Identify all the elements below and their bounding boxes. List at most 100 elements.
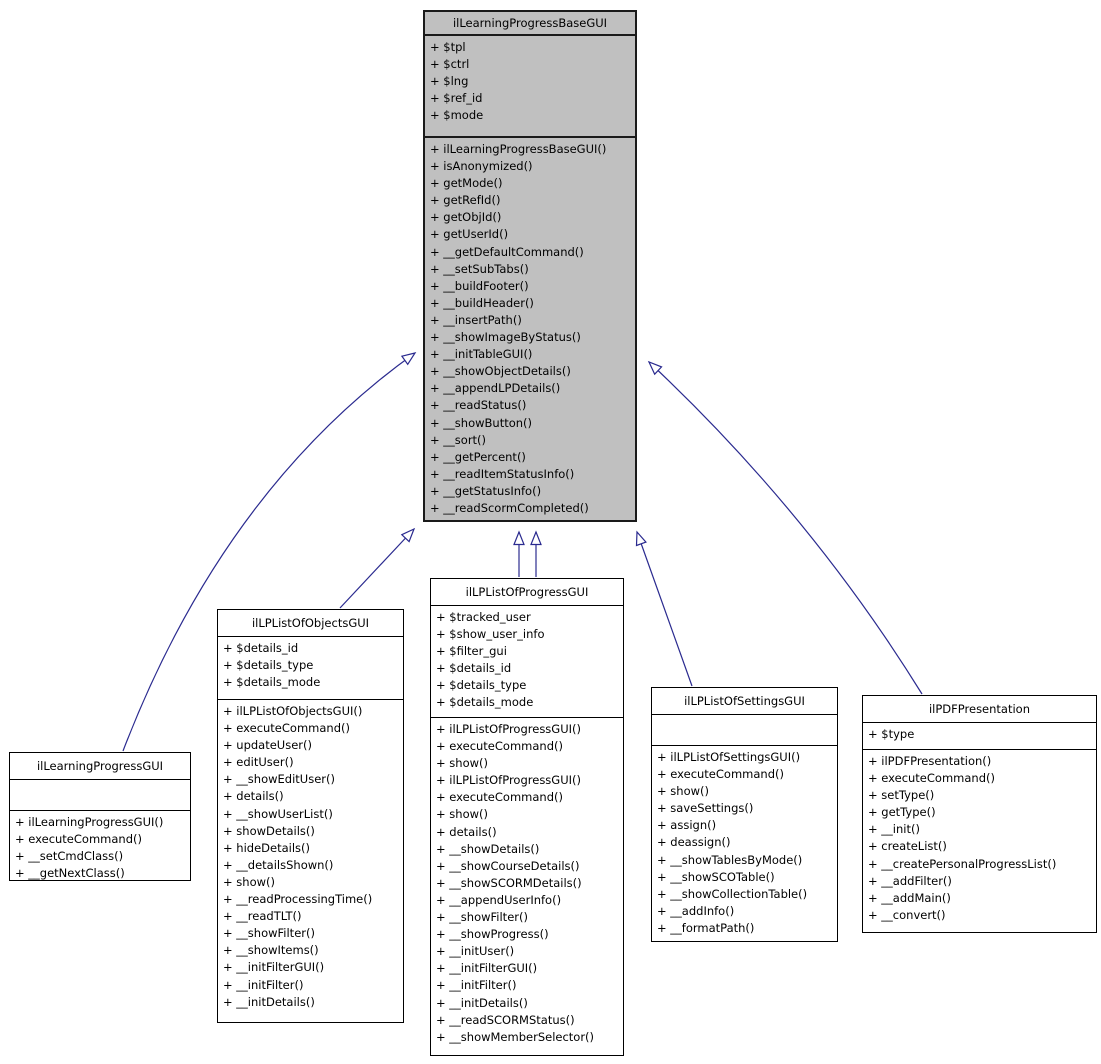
member-row: + show() (436, 807, 488, 822)
member-row: + __initFilter() (223, 977, 304, 992)
member-row: + getRefId() (430, 193, 501, 208)
member-row: + __showImageByStatus() (430, 330, 581, 345)
member-row: + __showCollectionTable() (657, 886, 808, 901)
member-row: + executeCommand() (436, 790, 563, 805)
member-row: + __createPersonalProgressList() (868, 856, 1057, 871)
member-row: + __buildFooter() (430, 278, 529, 293)
member-row: + __showEditUser() (223, 772, 335, 787)
member-row: + __appendUserInfo() (436, 892, 562, 907)
member-row: + $ctrl (430, 57, 470, 72)
member-row: + getMode() (430, 176, 503, 191)
member-row: + $type (868, 727, 915, 741)
inheritance-arrow-pdf-presentation (647, 360, 923, 695)
member-row: + __sort() (430, 432, 487, 447)
member-row: + __readTLT() (223, 909, 302, 924)
class-attributes: + $details_id + $details_type + $details_m… (218, 637, 403, 700)
member-row: + $details_id (223, 641, 299, 655)
member-row: + __setCmdClass() (15, 849, 124, 864)
member-row: + __insertPath() (430, 312, 522, 327)
class-title: ilPDFPresentation (863, 696, 1096, 723)
member-row: + $ref_id (430, 91, 483, 106)
member-row: + __getDefaultCommand() (430, 244, 584, 259)
member-row: + __initFilterGUI() (436, 961, 538, 976)
member-row: + __formatPath() (657, 920, 755, 935)
class-learning-progress-gui[interactable]: ilLearningProgressGUI + ilLearningProgre… (9, 752, 191, 881)
member-row: + __readSCORMStatus() (436, 1012, 575, 1027)
member-row: + show() (223, 874, 275, 889)
class-methods: + ilLearningProgressGUI() + executeComman… (10, 811, 190, 885)
member-row: + ilLearningProgressBaseGUI() (430, 142, 607, 156)
inheritance-arrow-learning-progress (122, 352, 417, 752)
member-row: + showDetails() (223, 823, 315, 838)
member-row: + saveSettings() (657, 801, 754, 816)
member-row: + show() (657, 784, 709, 799)
member-row: + __readScormCompleted() (430, 500, 589, 515)
member-row: + executeCommand() (223, 721, 350, 736)
member-row: + $mode (430, 108, 484, 123)
member-row: + __showSCOTable() (657, 869, 775, 884)
member-row: + $lng (430, 74, 469, 89)
member-row: + __getPercent() (430, 449, 526, 464)
inheritance-arrow-list-of-settings (635, 530, 693, 687)
member-row: + updateUser() (223, 738, 312, 753)
class-attributes (652, 715, 837, 746)
class-list-of-objects-gui[interactable]: ilLPListOfObjectsGUI + $details_id+ $det… (217, 609, 404, 1023)
member-row: + __readProcessingTime() (223, 892, 373, 907)
member-row: + ilLPListOfSettingsGUI() (657, 750, 801, 764)
member-row: + __showButton() (430, 415, 533, 430)
class-attributes (10, 780, 190, 811)
member-row: + $tracked_user (436, 610, 531, 624)
class-methods: + ilPDFPresentation()+ executeCommand()+… (863, 750, 1096, 927)
member-row: + __readStatus() (430, 398, 527, 413)
member-row: + assign() (657, 818, 717, 833)
member-row: + __addMain() (868, 890, 951, 905)
class-attributes: + $tracked_user + $show_user_info + $filte… (431, 606, 623, 718)
member-row: + $details_type (223, 658, 314, 673)
class-title: ilLearningProgressBaseGUI (425, 12, 635, 36)
member-row: + __showFilter() (436, 910, 528, 925)
member-row: + ilLPListOfProgressGUI() (436, 773, 581, 788)
class-methods: + ilLPListOfObjectsGUI()+ executeCommand… (218, 700, 403, 1014)
member-row: + ilLPListOfProgressGUI() (436, 722, 581, 736)
member-row: + isAnonymized() (430, 159, 533, 174)
inheritance-arrow-list-of-objects (339, 527, 416, 609)
class-list-of-settings-gui[interactable]: ilLPListOfSettingsGUI + ilLPListOfSettin… (651, 687, 838, 942)
member-row: + createList() (868, 839, 947, 854)
member-row: + $show_user_info (436, 627, 545, 642)
member-row: + __initDetails() (436, 995, 528, 1010)
member-row: + __showObjectDetails() (430, 364, 571, 379)
class-methods: + ilLPListOfSettingsGUI()+ executeComman… (652, 746, 837, 940)
member-row: + __initUser() (436, 944, 515, 959)
member-row: + __showProgress() (436, 927, 549, 942)
member-row: + __initFilter() (436, 978, 517, 993)
member-row: + hideDetails() (223, 840, 310, 855)
member-row: + __readItemStatusInfo() (430, 466, 575, 481)
class-base-gui[interactable]: ilLearningProgressBaseGUI + $tpl+ $ctrl+… (423, 10, 637, 522)
member-row: + $filter_gui (436, 644, 507, 659)
member-row: + getType() (868, 805, 936, 820)
member-row: + getObjId() (430, 210, 502, 225)
member-row: + $details_mode (223, 675, 321, 690)
member-row: + __showItems() (223, 943, 319, 958)
class-attributes: + $type (863, 723, 1096, 750)
member-row: + __initDetails() (223, 994, 315, 1009)
member-row: + ilPDFPresentation() (868, 754, 992, 768)
class-title: ilLPListOfSettingsGUI (652, 688, 837, 715)
member-row: + __getStatusInfo() (430, 483, 542, 498)
member-row: + $details_id (436, 661, 512, 676)
class-list-of-progress-gui[interactable]: ilLPListOfProgressGUI + $tracked_user+ $… (430, 578, 624, 1056)
class-pdf-presentation[interactable]: ilPDFPresentation + $type + ilPDFPresent… (862, 695, 1097, 933)
member-row: + details() (436, 824, 497, 839)
member-row: + ilLearningProgressGUI() (15, 815, 164, 829)
member-row: + executeCommand() (15, 832, 142, 847)
member-row: + __initFilterGUI() (223, 960, 325, 975)
member-row: + __addFilter() (868, 873, 952, 888)
member-row: + show() (436, 756, 488, 771)
member-row: + __showDetails() (436, 841, 540, 856)
class-title: ilLPListOfProgressGUI (431, 579, 623, 606)
member-row: + __detailsShown() (223, 857, 334, 872)
member-row: + setType() (868, 788, 935, 803)
member-row: + executeCommand() (436, 739, 563, 754)
member-row: + getUserId() (430, 227, 509, 242)
